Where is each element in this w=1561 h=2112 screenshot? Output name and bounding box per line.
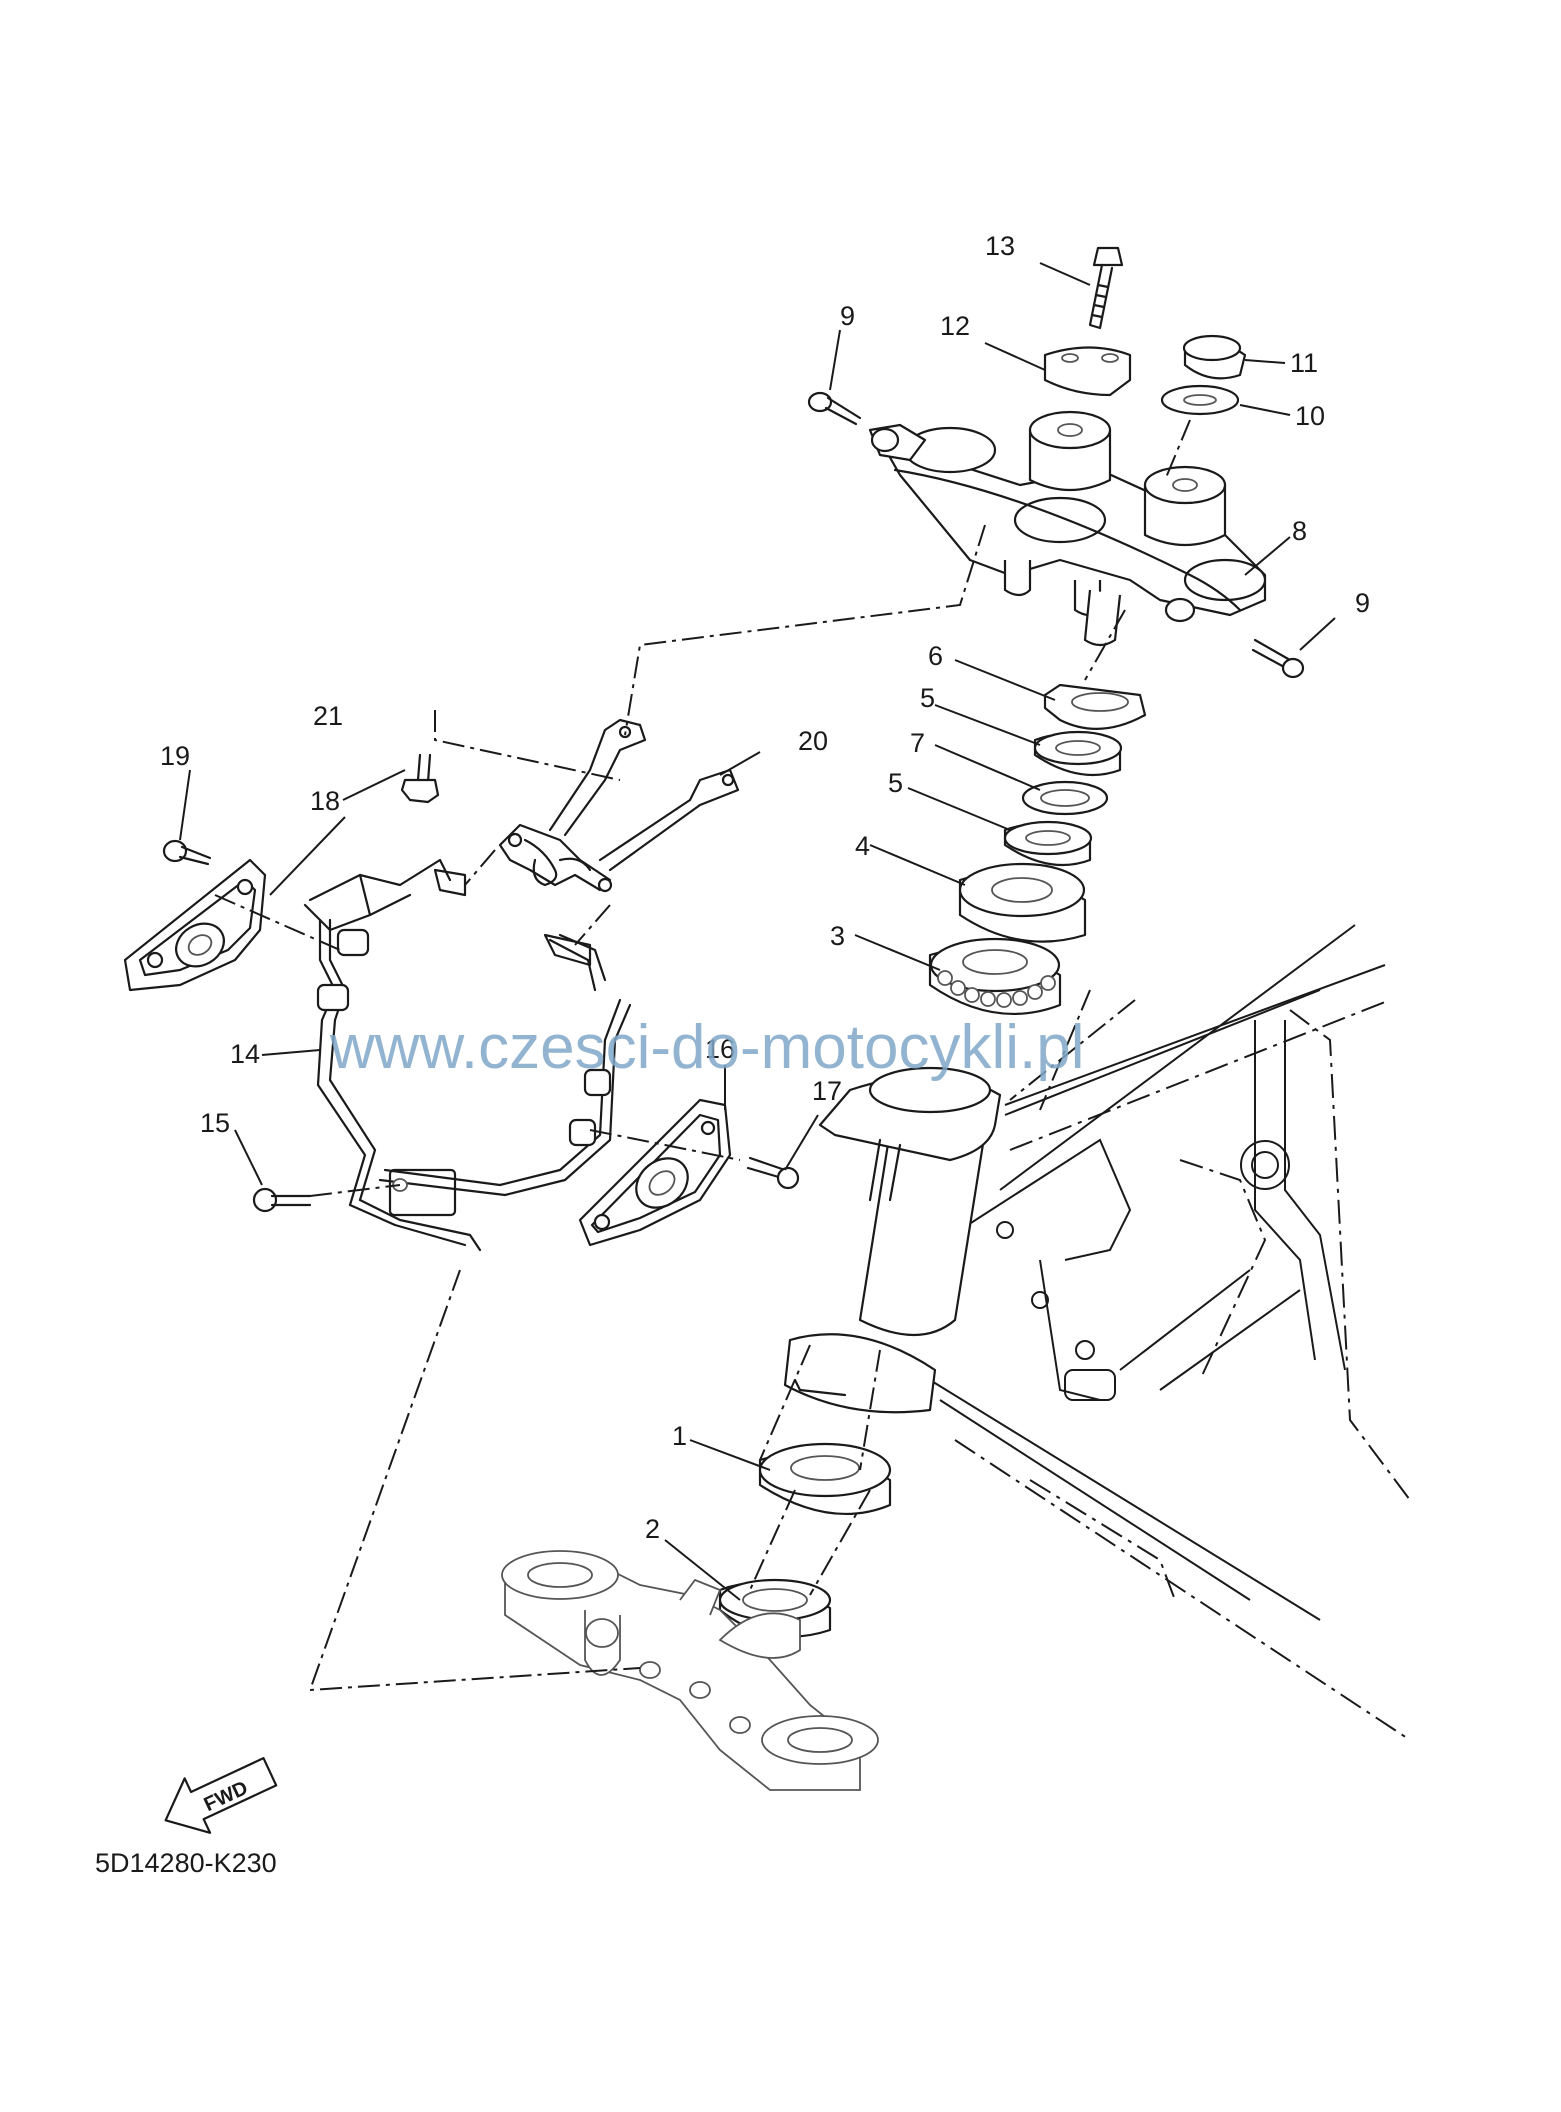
lower-bearing	[758, 1442, 892, 1515]
callout-20: 20	[798, 726, 828, 756]
handlebar-clamp-cap	[1043, 346, 1132, 397]
fwd-arrow-icon: FWD	[164, 1757, 278, 1834]
stem-washer	[1160, 384, 1240, 416]
ring-nut-upper	[1033, 730, 1123, 777]
callout-21: 21	[313, 701, 343, 731]
dust-seal	[718, 1578, 832, 1638]
bracket-bolt-left	[807, 391, 862, 426]
bolt-17	[746, 1156, 800, 1190]
callout-12: 12	[940, 311, 970, 341]
callout-17: 17	[812, 1076, 842, 1106]
clamp-bolt	[1088, 246, 1124, 330]
callout-4: 4	[855, 831, 870, 861]
callout-14: 14	[230, 1039, 260, 1069]
assembly-lines	[214, 419, 1191, 1692]
callout-labels: 13 12 11 10 9 8 9 6 5 7 5 4 3 1 2 21 20 …	[160, 231, 1370, 1544]
right-cover-plate	[578, 1098, 732, 1247]
rubber-washer	[1021, 780, 1109, 816]
upper-bearing	[928, 937, 1062, 1015]
callout-5-upper: 5	[920, 683, 935, 713]
bearing-race-cover	[958, 862, 1087, 943]
under-bracket	[501, 1550, 879, 1791]
headlight-stay	[303, 858, 632, 1252]
diagram-code: 5D14280-K230	[95, 1848, 277, 1878]
callout-2: 2	[645, 1514, 660, 1544]
left-cover-plate	[123, 858, 267, 992]
callout-19: 19	[160, 741, 190, 771]
lock-washer	[1043, 683, 1147, 730]
watermark: www.czesci-do-motocykli.pl	[329, 1013, 1085, 1082]
callout-10: 10	[1295, 401, 1325, 431]
callout-7: 7	[910, 728, 925, 758]
leader-lines	[179, 262, 1336, 1601]
callout-15: 15	[200, 1108, 230, 1138]
callout-9-right: 9	[1355, 588, 1370, 618]
callout-5-lower: 5	[888, 768, 903, 798]
wire-bracket	[498, 718, 740, 893]
callout-13: 13	[985, 231, 1015, 261]
steering-head-pipe	[783, 1066, 1002, 1414]
bolt-19	[162, 839, 212, 866]
bracket-bolt-right	[1251, 638, 1305, 679]
bolt-21	[400, 753, 440, 804]
ring-nut-lower	[1003, 820, 1093, 867]
steering-stem-nut	[1182, 334, 1247, 380]
callout-3: 3	[830, 921, 845, 951]
callout-18: 18	[310, 786, 340, 816]
upper-bracket	[868, 410, 1267, 647]
callout-8: 8	[1292, 516, 1307, 546]
callout-11: 11	[1290, 348, 1318, 378]
callout-16: 16	[705, 1034, 735, 1064]
frame-outline	[929, 924, 1411, 1741]
callout-1: 1	[672, 1421, 687, 1451]
callout-6: 6	[928, 641, 943, 671]
callout-9-top: 9	[840, 301, 855, 331]
bolt-15	[252, 1187, 312, 1213]
